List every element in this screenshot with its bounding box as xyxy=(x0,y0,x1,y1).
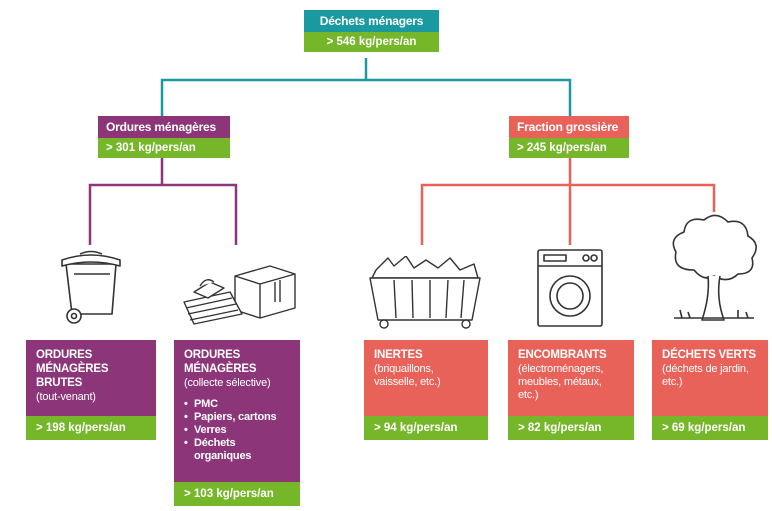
leaf-residual-title-1: ORDURES xyxy=(36,349,93,361)
branch-bulky-title: Fraction grossière xyxy=(509,116,629,138)
connector-root xyxy=(160,78,572,116)
root-node: Déchets ménagers > 546 kg/pers/an xyxy=(304,10,439,52)
list-item: Déchets organiques xyxy=(184,437,292,463)
leaf-green-title: DÉCHETS VERTS xyxy=(662,349,756,361)
leaf-residual-title-2: MÉNAGÈRES xyxy=(36,363,109,375)
leaf-green-amount: > 69 kg/pers/an xyxy=(652,416,768,440)
branch-household: Ordures ménagères > 301 kg/pers/an xyxy=(98,116,230,158)
leaf-bulky: ENCOMBRANTS (électroménagers, meubles, m… xyxy=(508,340,634,440)
root-amount: > 546 kg/pers/an xyxy=(304,32,439,52)
leaf-residual-amount: > 198 kg/pers/an xyxy=(26,416,156,440)
leaf-green-waste: DÉCHETS VERTS (déchets de jardin, etc.) … xyxy=(652,340,768,440)
list-item: Papiers, cartons xyxy=(184,411,292,424)
leaf-bulky-subtitle: (électroménagers, meubles, métaux, etc.) xyxy=(518,363,604,401)
rubble-container-icon xyxy=(369,256,481,329)
leaf-green-subtitle: (déchets de jardin, etc.) xyxy=(662,363,749,388)
paper-cardboard-icon xyxy=(183,265,296,325)
leaf-selective-amount: > 103 kg/pers/an xyxy=(174,482,300,506)
leaf-selective-collection: ORDURES MÉNAGÈRES (collecte sélective) P… xyxy=(174,340,300,506)
trash-bin-icon xyxy=(61,250,121,324)
leaf-selective-title-1: ORDURES xyxy=(184,349,241,361)
leaf-selective-items: PMC Papiers, cartons Verres Déchets orga… xyxy=(184,398,292,463)
list-item: Verres xyxy=(184,424,292,437)
connector-household xyxy=(88,183,238,245)
leaf-residual-waste: ORDURES MÉNAGÈRES BRUTES (tout-venant) >… xyxy=(26,340,156,440)
tree-icon xyxy=(672,214,757,321)
branch-household-title: Ordures ménagères xyxy=(98,116,230,138)
leaf-bulky-title: ENCOMBRANTS xyxy=(518,349,607,361)
branch-bulky-amount: > 245 kg/pers/an xyxy=(509,138,629,158)
leaf-selective-subtitle: (collecte sélective) xyxy=(184,377,271,389)
list-item: PMC xyxy=(184,398,292,411)
leaf-residual-subtitle: (tout-venant) xyxy=(36,391,96,403)
leaf-inert: INERTES (briquaillons, vaisselle, etc.) … xyxy=(364,340,488,440)
leaf-bulky-amount: > 82 kg/pers/an xyxy=(508,416,634,440)
root-title: Déchets ménagers xyxy=(304,10,439,32)
branch-household-amount: > 301 kg/pers/an xyxy=(98,138,230,158)
connector-bulky xyxy=(420,183,716,245)
leaf-selective-title-2: MÉNAGÈRES xyxy=(184,363,257,375)
leaf-inert-subtitle: (briquaillons, vaisselle, etc.) xyxy=(374,363,441,388)
branch-bulky: Fraction grossière > 245 kg/pers/an xyxy=(509,116,629,158)
leaf-inert-amount: > 94 kg/pers/an xyxy=(364,416,488,440)
leaf-residual-title-3: BRUTES xyxy=(36,377,83,389)
leaf-inert-title: INERTES xyxy=(374,349,423,361)
washing-machine-icon xyxy=(537,249,603,327)
